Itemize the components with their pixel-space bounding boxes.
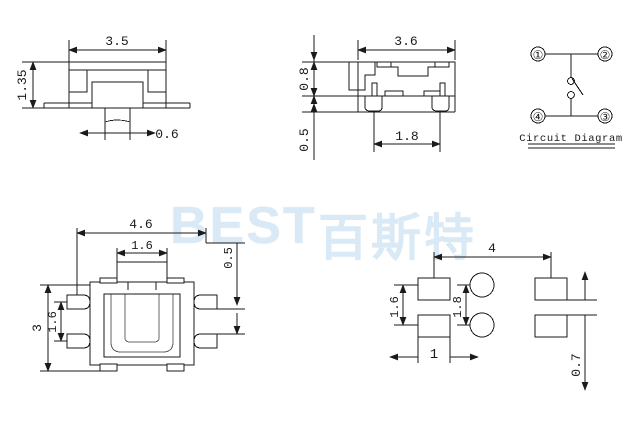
dim-bottom-stem-width: 1.6 [131,239,153,253]
circuit-diagram-caption: Circuit Diagram [519,133,623,145]
dim-section-lower: 0.5 [297,128,312,151]
bottom-view-geometry [40,228,245,372]
dim-fp-span: 4 [488,241,496,256]
circuit-terminal-1: ① [533,49,544,63]
dim-bottom-width: 4.6 [129,217,152,232]
dim-bottom-pad-width: 0.5 [222,247,236,269]
dim-fp-pad-width: 1 [430,347,438,363]
dim-fp-pad-height: 0.7 [569,353,584,376]
dim-bottom-height: 3 [30,324,45,332]
circuit-diagram-geometry [528,46,615,149]
dim-side-stem: 0.6 [155,127,178,142]
section-view-geometry [302,35,456,160]
footprint-geometry [389,252,597,391]
circuit-terminal-3: ③ [600,111,611,125]
dim-section-width: 3.6 [394,34,417,49]
dim-fp-hole-pitch: 1.8 [451,296,465,318]
dim-side-height: 1.35 [15,69,30,100]
dim-bottom-pad-pitch: 1.6 [46,311,60,333]
dim-section-pitch: 1.8 [395,129,418,144]
dim-section-upper: 0.8 [297,67,312,90]
circuit-terminal-4: ④ [533,111,544,125]
dim-side-width: 3.5 [105,34,128,49]
circuit-terminal-2: ② [600,49,611,63]
side-view-geometry [22,40,191,140]
dim-fp-pad-pitch: 1.6 [388,296,402,318]
